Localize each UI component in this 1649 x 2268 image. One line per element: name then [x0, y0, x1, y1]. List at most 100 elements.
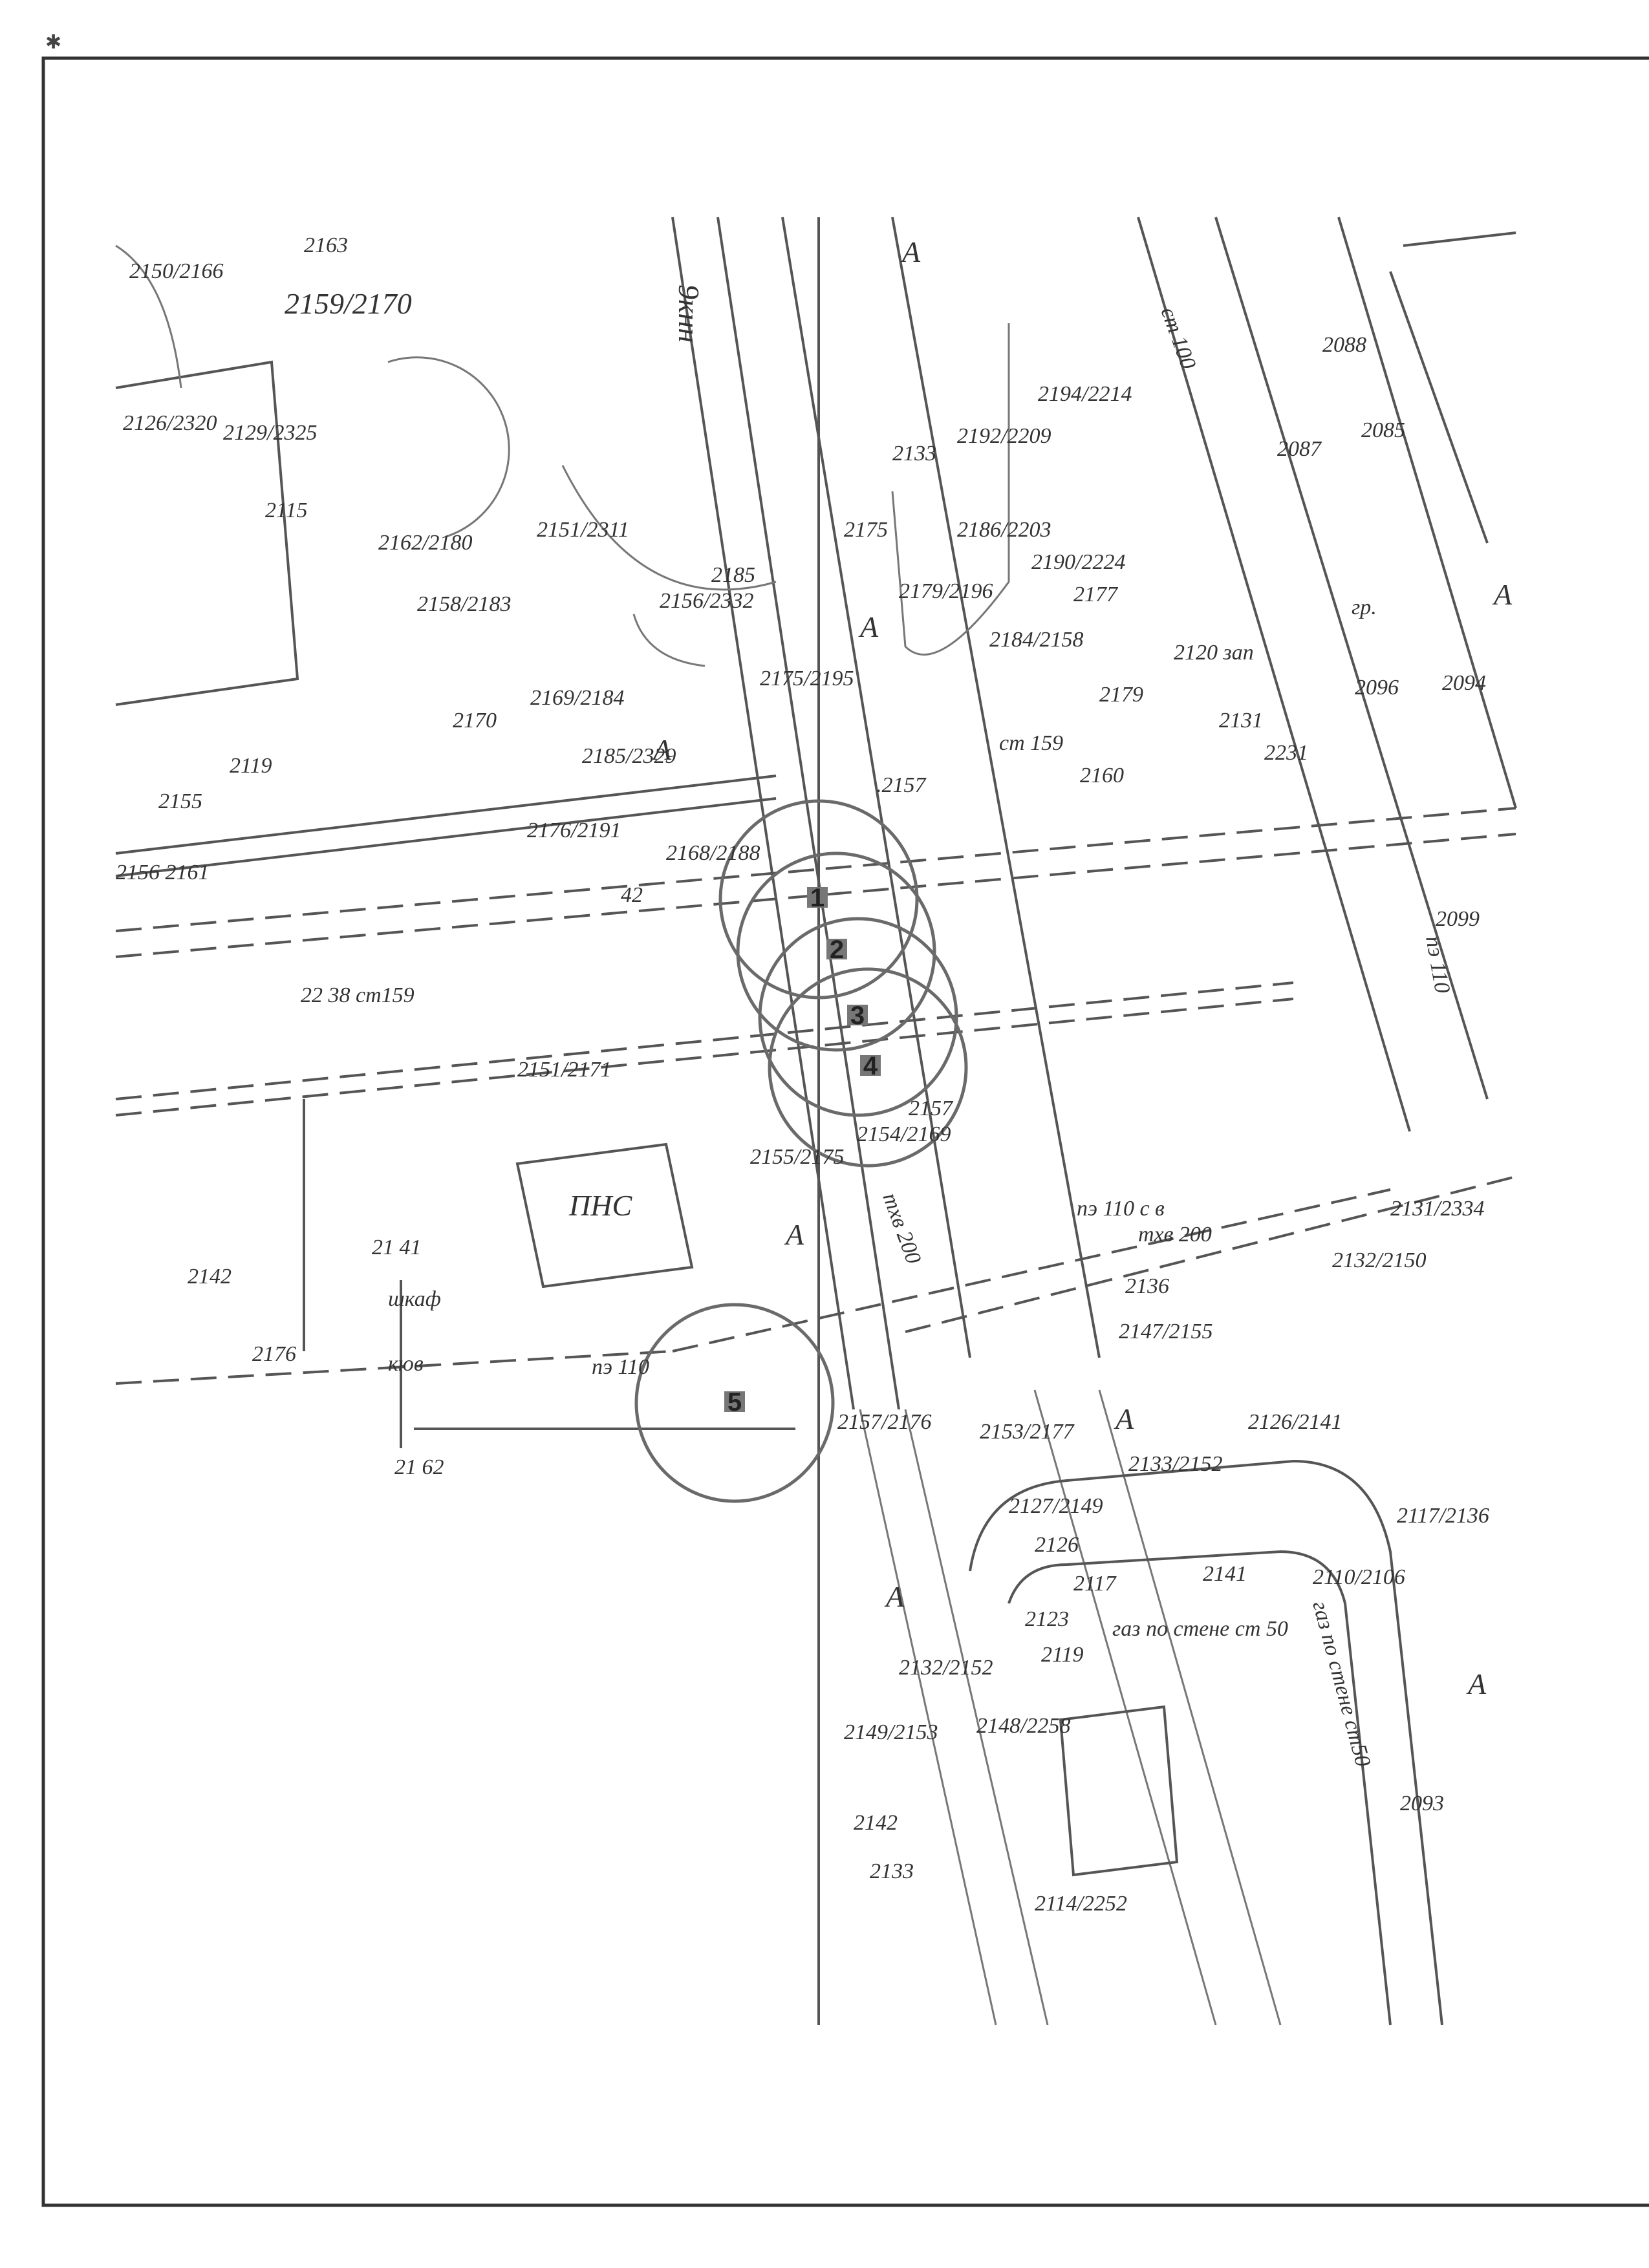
map-label: 2185/2329 — [582, 744, 676, 768]
map-label: 2179 — [1099, 683, 1143, 707]
map-label: А — [858, 610, 879, 643]
map-label: А — [1114, 1402, 1134, 1435]
map-label: А — [1492, 578, 1513, 611]
map-label: 21 62 — [394, 1455, 444, 1479]
marker-4[interactable]: 4 — [860, 1052, 881, 1080]
map-label: 2131 — [1219, 709, 1263, 733]
map-label: 2149/2153 — [844, 1720, 938, 1744]
map-label: ст 159 — [999, 731, 1063, 755]
map-label: гр. — [1352, 595, 1377, 619]
map-label: 2153/2177 — [980, 1420, 1075, 1444]
map-label: 2147/2155 — [1119, 1320, 1212, 1343]
marker-2[interactable]: 2 — [826, 936, 847, 964]
map-label: А — [900, 235, 921, 268]
map-label: тхв 200 — [1138, 1223, 1212, 1246]
map-label: 2176/2191 — [527, 818, 621, 842]
map-label: 2168/2188 — [666, 841, 760, 865]
map-label: 2115 — [265, 498, 307, 522]
map-label: 2096 — [1355, 676, 1399, 700]
map-label: 2155/2175 — [750, 1145, 844, 1169]
map-label: газ по стене ст 50 — [1112, 1617, 1288, 1641]
map-label: 2150/2166 — [129, 259, 223, 283]
map-label: 2120 зап — [1174, 641, 1254, 665]
map-label: 2156 2161 — [116, 861, 210, 884]
map-label: 2157 — [909, 1097, 954, 1120]
map-label: 2088 — [1322, 333, 1366, 357]
map-label: 2163 — [304, 233, 348, 257]
map-label: 2087 — [1277, 437, 1322, 461]
map-label: ст 100 — [1156, 304, 1200, 372]
map-label: 2151/2311 — [537, 518, 629, 542]
map-label: 2099 — [1436, 907, 1480, 931]
map-label: 2177 — [1073, 583, 1119, 606]
map-label: 2155 — [158, 789, 202, 813]
svg-text:3: 3 — [850, 1001, 865, 1030]
map-label: 2190/2224 — [1031, 550, 1125, 574]
map-label: 42 — [621, 883, 643, 907]
map-label: 2123 — [1025, 1607, 1069, 1631]
map-label: 2186/2203 — [957, 518, 1051, 542]
map-label: пэ 110 — [1421, 934, 1454, 995]
map-label: 2159/2170 — [285, 287, 412, 320]
map-label: 2085 — [1361, 418, 1405, 442]
map-label: 2129/2325 — [223, 421, 317, 445]
map-label: 2132/2152 — [899, 1656, 993, 1680]
map-label: 2133/2152 — [1128, 1452, 1222, 1476]
map-label: А — [784, 1218, 804, 1251]
map-label: 2142 — [854, 1811, 898, 1835]
map-label: 2179/2196 — [899, 579, 993, 603]
map-label: 2151/2171 — [517, 1058, 611, 1082]
corner-mark: ✱ — [45, 32, 61, 53]
map-label: ПНС — [568, 1189, 632, 1222]
map-label: 2131/2334 — [1390, 1197, 1484, 1221]
map-label: 2184/2158 — [989, 628, 1083, 652]
map-label: 2156/2332 — [660, 589, 753, 613]
map-label: 2158/2183 — [417, 592, 511, 616]
svg-text:2: 2 — [830, 936, 844, 964]
map-label: 2160 — [1080, 764, 1124, 787]
marker-3[interactable]: 3 — [847, 1001, 868, 1030]
sheet-frame — [41, 56, 1649, 2207]
map-label: 2119 — [1041, 1643, 1083, 1667]
map-label: 2093 — [1400, 1792, 1444, 1815]
map-label: 2231 — [1264, 741, 1308, 765]
svg-text:4: 4 — [863, 1052, 878, 1080]
map-label: шкаф — [388, 1287, 441, 1311]
map-label: тхв 200 — [878, 1190, 925, 1267]
map-label: .2157 — [876, 773, 927, 797]
map-label: 2157/2176 — [837, 1410, 931, 1434]
map-label: 9кнн — [673, 284, 706, 343]
map-label: 2119 — [230, 754, 272, 778]
map-label: 2141 — [1203, 1562, 1247, 1586]
map-label: 2126 — [1035, 1533, 1079, 1557]
map-label: 2094 — [1442, 671, 1486, 695]
map-label: 2117 — [1073, 1572, 1117, 1596]
marker-5[interactable]: 5 — [724, 1388, 745, 1417]
map-label: 2185 — [711, 563, 755, 587]
map-label: 2175/2195 — [760, 667, 854, 690]
svg-text:1: 1 — [810, 884, 824, 912]
map-label: 2132/2150 — [1332, 1248, 1426, 1272]
marker-1[interactable]: 1 — [807, 884, 828, 912]
map-label: А — [1466, 1667, 1487, 1700]
map-label: пэ 110 с в — [1077, 1197, 1165, 1221]
map-label: А — [651, 733, 672, 766]
map-label: 2192/2209 — [957, 424, 1051, 448]
survey-circles — [634, 799, 968, 1503]
svg-text:5: 5 — [727, 1388, 742, 1417]
map-linework — [115, 217, 1517, 2026]
map-label: 2162/2180 — [378, 531, 472, 555]
map-label: пэ 110 — [592, 1355, 649, 1379]
map-label: 2176 — [252, 1342, 296, 1366]
map-label: 2175 — [844, 518, 888, 542]
map-label: 2117/2136 — [1397, 1504, 1489, 1528]
map-labels: 2088 2087 2085 2096 2094 2099 ПНС шкаф 2… — [116, 233, 1513, 1916]
map-label: 2133 — [892, 442, 936, 465]
map-label: 2142 — [188, 1265, 232, 1289]
map-label: 2136 — [1125, 1274, 1169, 1298]
map-label: газ по стене ст50 — [1308, 1598, 1375, 1769]
map-label: 2169/2184 — [530, 686, 624, 710]
map-label: 2194/2214 — [1038, 382, 1132, 406]
map-label: 21 41 — [372, 1236, 422, 1259]
